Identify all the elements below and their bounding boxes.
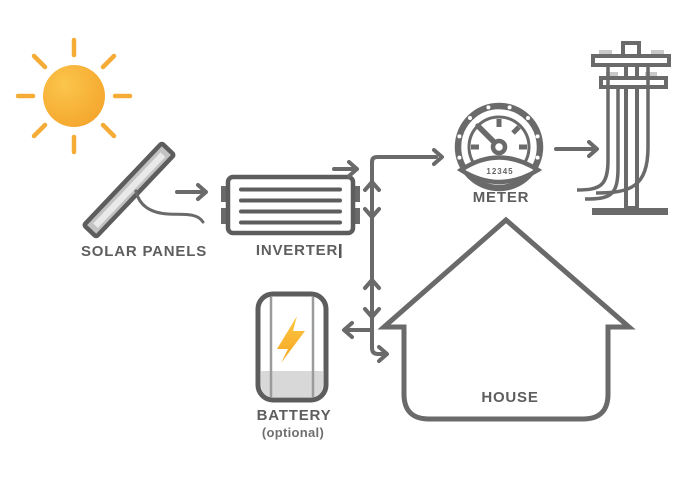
sun-icon xyxy=(15,37,133,155)
battery-optional-label: (optional) xyxy=(261,425,325,440)
arrow-meter-to-grid xyxy=(554,140,599,158)
house-icon xyxy=(377,216,636,422)
sun-rays xyxy=(15,37,133,155)
house-label: HOUSE xyxy=(481,389,539,406)
sun-disc xyxy=(43,65,105,127)
pole-wires xyxy=(576,65,650,201)
meter-reading: 12345 xyxy=(486,167,514,176)
arrow-bus-to-house-head xyxy=(377,345,389,363)
power-grid-pole-icon xyxy=(576,41,671,215)
solar-panels-label: SOLAR PANELS xyxy=(81,243,207,260)
arrow-solar-to-inverter xyxy=(175,183,208,201)
text-cursor-mark xyxy=(339,244,342,258)
panel-cable xyxy=(134,189,205,224)
inverter-fins xyxy=(239,187,342,225)
battery-label: BATTERY xyxy=(256,407,332,424)
meter-label: METER xyxy=(472,189,530,206)
solar-panel-icon xyxy=(82,141,205,239)
inverter-label: INVERTER xyxy=(255,242,339,259)
arrow-bus-to-meter-head xyxy=(432,148,444,166)
panel-highlight xyxy=(93,152,166,228)
bus-chevron-up-2 xyxy=(363,278,381,290)
bus-line xyxy=(370,155,438,356)
battery-icon xyxy=(255,291,329,403)
junction-bus xyxy=(332,148,444,363)
gauge-meter-icon xyxy=(454,102,544,192)
inverter-icon xyxy=(221,174,360,236)
pole-crossarm-bottom xyxy=(599,76,668,89)
bus-chevron-down-2 xyxy=(363,307,381,319)
arrow-bus-to-battery-head xyxy=(342,321,354,339)
lightning-bolt-icon xyxy=(277,316,305,363)
meter-needle-hub xyxy=(490,138,508,156)
pole-base xyxy=(592,208,668,215)
meter-ring-dots xyxy=(457,105,540,160)
meter-ticks xyxy=(471,119,527,150)
pole-crossarm-top xyxy=(591,54,671,67)
battery-side-lines xyxy=(269,297,315,397)
arrow-inverter-to-bus-head xyxy=(347,160,359,178)
bus-chevron-down-1 xyxy=(363,207,381,219)
meter-readout-window xyxy=(456,155,543,185)
bus-chevron-up-1 xyxy=(363,180,381,192)
battery-level-band xyxy=(261,371,323,397)
